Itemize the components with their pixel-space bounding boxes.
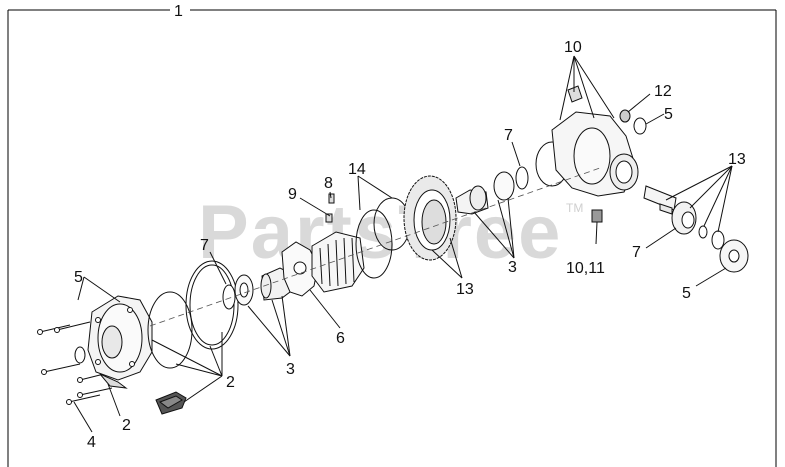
callout-5-bottom-right: 5: [682, 285, 691, 302]
callout-4: 4: [87, 434, 96, 451]
mounting-screws: [37, 321, 113, 405]
callout-2-right: 2: [226, 374, 235, 391]
callout-7-right: 7: [632, 244, 641, 261]
pinion-shaft: [455, 171, 515, 215]
seal-ring-left: [74, 346, 86, 364]
callout-13-right: 13: [728, 151, 746, 168]
callout-8: 8: [324, 175, 333, 192]
thrust-plate: [281, 241, 319, 297]
parts: [37, 85, 749, 415]
ring-gear: [403, 175, 457, 261]
callout-6: 6: [336, 330, 345, 347]
callout-2-bottom: 2: [122, 417, 131, 434]
watermark: PartsTree TM: [198, 190, 583, 275]
frame-number: 1: [174, 3, 183, 20]
callout-7-middle: 7: [504, 127, 513, 144]
callout-3-left: 3: [286, 361, 295, 378]
seal-7-middle: [515, 166, 529, 190]
callout-3-middle: 3: [508, 259, 517, 276]
callout-13-middle: 13: [456, 281, 474, 298]
callout-5-left: 5: [74, 269, 83, 286]
watermark-text: PartsTree: [198, 190, 562, 275]
plug-and-seal: [619, 109, 647, 135]
callout-7-left: 7: [200, 237, 209, 254]
callout-12: 12: [654, 83, 672, 100]
leader-lines: [73, 55, 733, 433]
bearing-7-right: [671, 201, 697, 235]
callout-10-11: 10,11: [566, 260, 605, 277]
roller-cage: [311, 193, 365, 293]
seal-7-left: [222, 284, 236, 310]
seals-13-right: [698, 225, 725, 250]
end-cover: [87, 295, 153, 389]
callout-14: 14: [348, 161, 366, 178]
gaskets: [147, 260, 239, 369]
callout-9: 9: [288, 186, 297, 203]
bracket-part: [155, 391, 187, 415]
callout-labels: 5 2 4 2 7 3 6 9 8 14 13 3 7 10 12 5 10,1…: [74, 39, 746, 451]
diagram-frame: 1: [7, 3, 777, 467]
end-washer-right: [719, 239, 749, 273]
output-shaft: [643, 185, 677, 215]
gearbox-housing: [535, 85, 639, 223]
callout-5-top-right: 5: [664, 106, 673, 123]
callout-10: 10: [564, 39, 582, 56]
watermark-trademark: TM: [566, 201, 583, 215]
